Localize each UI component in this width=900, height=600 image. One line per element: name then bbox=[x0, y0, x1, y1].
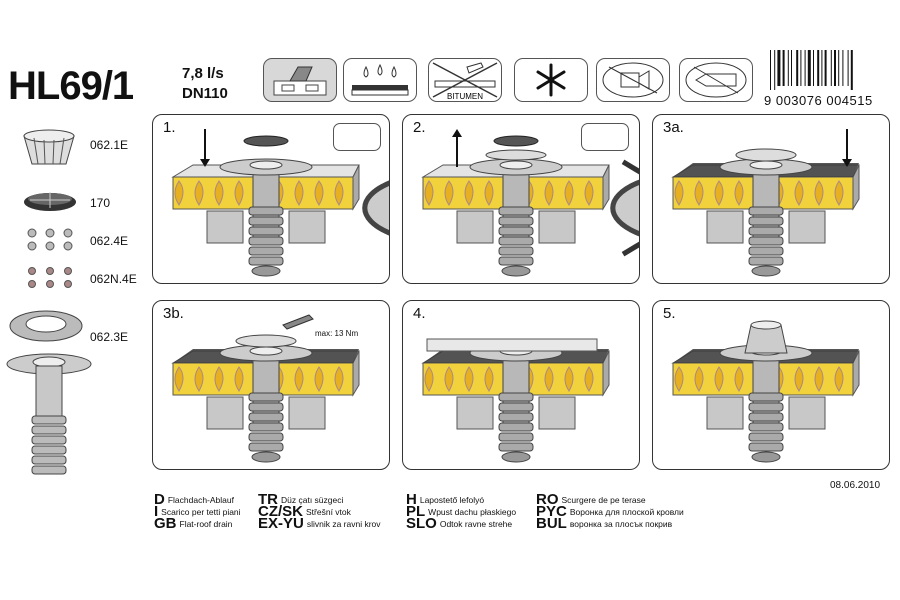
step-label: 3a. bbox=[663, 119, 684, 136]
part-code: 062N.4E bbox=[90, 272, 137, 286]
part-code: 062.1E bbox=[90, 138, 129, 152]
step-panel-5: 5. bbox=[652, 300, 890, 470]
torque-spec: max: 13 Nm bbox=[315, 329, 359, 338]
part-code: 062.3E bbox=[90, 330, 129, 344]
bitumen-label: BITUMEN bbox=[447, 92, 483, 101]
no-ring-badge-icon bbox=[581, 123, 639, 257]
wing-nuts-icon bbox=[22, 226, 78, 252]
hex-nuts-icon bbox=[22, 264, 78, 290]
flow-rate: 7,8 l/s bbox=[182, 65, 224, 82]
model-number: HL69/1 bbox=[8, 64, 134, 108]
nominal-diameter: DN110 bbox=[182, 85, 228, 102]
step-panel-4: 4. bbox=[402, 300, 640, 470]
spec-block: 7,8 l/s DN110 bbox=[182, 64, 228, 104]
frost-icon bbox=[514, 58, 588, 102]
step-label: 1. bbox=[163, 119, 176, 136]
roof-application-icon bbox=[263, 58, 337, 102]
step-panel-3b: 3b. max: 13 Nm bbox=[152, 300, 390, 470]
step-panel-1: 1. bbox=[152, 114, 390, 284]
ring-badge-icon bbox=[333, 123, 389, 236]
gravel-guard-icon bbox=[22, 188, 78, 216]
step-label: 4. bbox=[413, 305, 426, 322]
no-bitumen-icon: BITUMEN bbox=[428, 58, 502, 102]
no-lubricant-icon bbox=[679, 58, 753, 102]
step-panel-2: 2. bbox=[402, 114, 640, 284]
drain-body-icon bbox=[4, 350, 94, 480]
step-panel-3a: 3a. bbox=[652, 114, 890, 284]
barcode-number: 9 003076 004515 bbox=[764, 93, 873, 108]
clamping-ring-icon bbox=[8, 306, 84, 346]
waterproofing-icon bbox=[343, 58, 417, 102]
barcode bbox=[766, 50, 890, 110]
step-label: 3b. bbox=[163, 305, 184, 322]
step-label: 5. bbox=[663, 305, 676, 322]
step-label: 2. bbox=[413, 119, 426, 136]
document-date: 08.06.2010 bbox=[830, 480, 881, 491]
part-code: 062.4E bbox=[90, 234, 129, 248]
part-code: 170 bbox=[90, 196, 111, 210]
leaf-guard-dome-icon bbox=[18, 122, 80, 170]
no-camera-icon bbox=[596, 58, 670, 102]
